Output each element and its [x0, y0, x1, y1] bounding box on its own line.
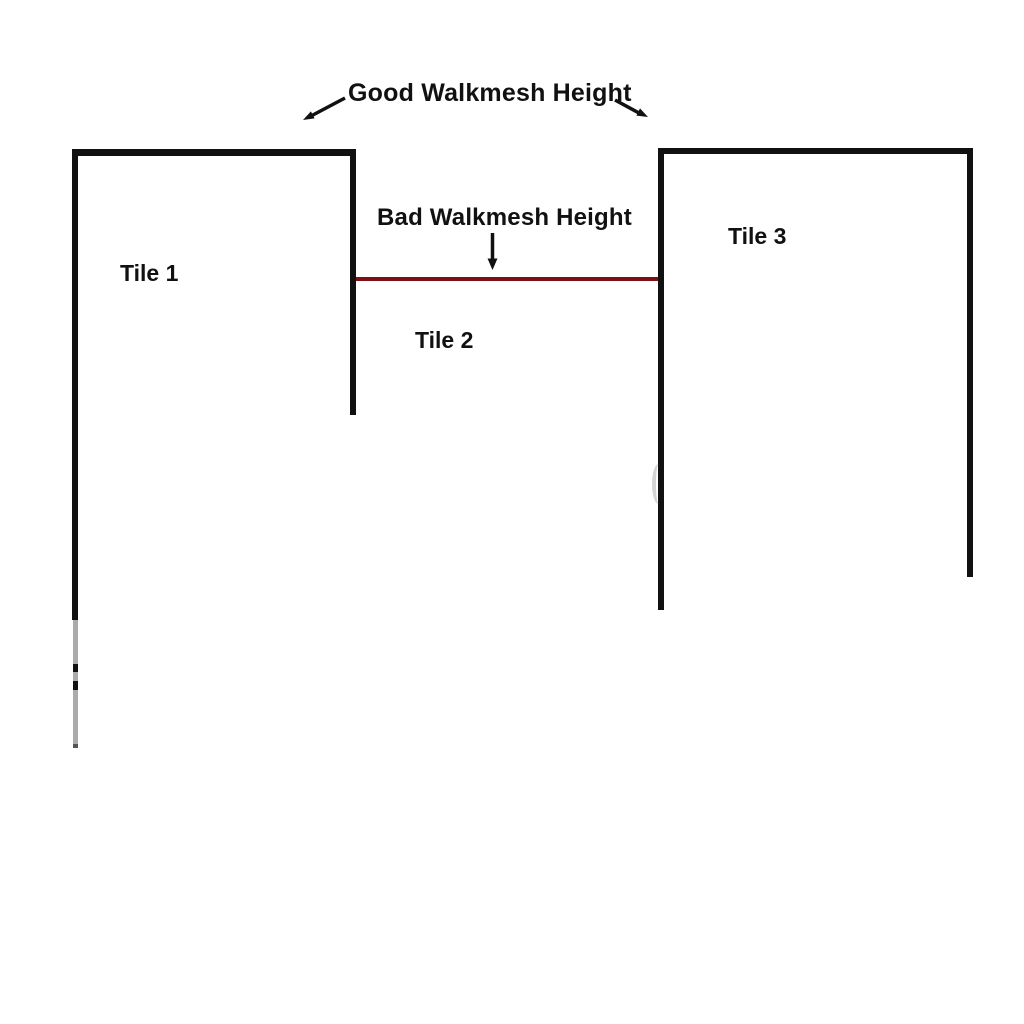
tile1-top-edge — [72, 149, 356, 156]
tile2-label: Tile 2 — [415, 327, 474, 353]
tile1-left-wall-fragment — [73, 681, 78, 690]
tile3-top-edge — [658, 148, 973, 154]
arrow-down-icon — [487, 233, 498, 270]
arrow-down-left-icon — [303, 96, 346, 120]
tile1-left-wall-fragment — [73, 664, 78, 672]
tile3-right-wall — [967, 148, 973, 577]
bad-walkmesh-line — [356, 277, 658, 281]
tile1-right-wall — [350, 149, 356, 415]
good-walkmesh-height-label: Good Walkmesh Height — [348, 79, 632, 107]
tile1-left-wall — [72, 149, 78, 620]
tile1-label: Tile 1 — [120, 260, 179, 286]
tile1-left-wall-tip — [73, 744, 78, 748]
bad-walkmesh-height-label: Bad Walkmesh Height — [377, 204, 632, 231]
watermark-remnant — [652, 464, 665, 504]
tile3-left-wall — [658, 148, 664, 610]
tile3-label: Tile 3 — [728, 223, 787, 249]
